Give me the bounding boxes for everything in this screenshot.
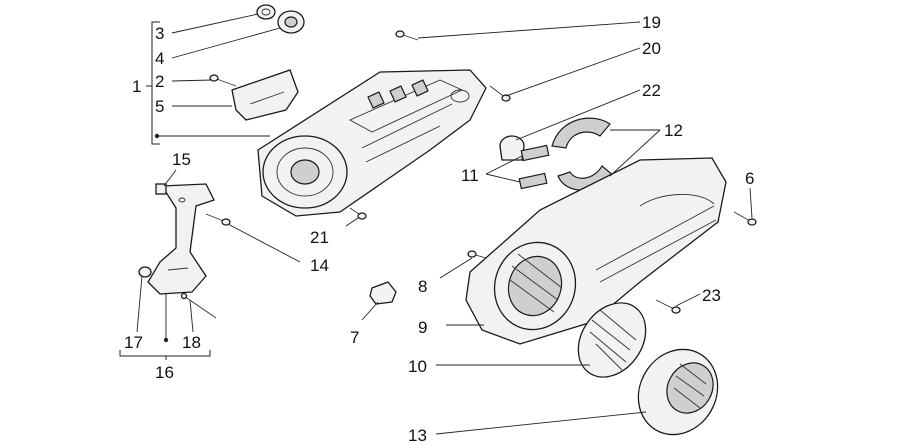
screw-14 — [205, 213, 231, 226]
callout-1: 1 — [132, 77, 141, 96]
slider-blocks — [518, 144, 550, 190]
screw-8 — [467, 250, 487, 259]
seal-ring — [256, 4, 276, 20]
callout-6: 6 — [745, 169, 754, 188]
screw-23 — [655, 299, 681, 314]
outer-transmission-cover — [465, 157, 727, 345]
callout-16: 16 — [155, 363, 174, 382]
callout-5: 5 — [155, 97, 164, 116]
washer-17 — [138, 266, 152, 278]
callout-15: 15 — [172, 150, 191, 169]
support-bracket — [147, 183, 215, 295]
screw-2 — [209, 74, 237, 87]
callout-18: 18 — [182, 333, 201, 352]
callout-4: 4 — [155, 49, 164, 68]
callout-22: 22 — [642, 81, 661, 100]
screw-21 — [349, 207, 367, 220]
callout-21: 21 — [310, 228, 329, 247]
callout-3: 3 — [155, 24, 164, 43]
bracket-plate — [231, 69, 299, 121]
inner-transmission-cover — [257, 69, 487, 217]
callout-2: 2 — [155, 72, 164, 91]
callout-17: 17 — [124, 333, 143, 352]
callout-labels: 1 2 3 4 5 6 7 8 9 10 11 12 13 14 15 16 1… — [124, 13, 754, 443]
bearing — [277, 10, 305, 34]
callout-7: 7 — [350, 328, 359, 347]
screw-19 — [395, 30, 419, 41]
callout-20: 20 — [642, 39, 661, 58]
group-bracket-16 — [119, 350, 211, 360]
callout-11: 11 — [461, 166, 479, 185]
callout-10: 10 — [408, 357, 427, 376]
leader-lines — [136, 13, 753, 435]
callout-19: 19 — [642, 13, 661, 32]
air-filter — [577, 302, 647, 378]
clip-15 — [155, 183, 167, 195]
screw-20 — [489, 85, 511, 102]
callout-23: 23 — [702, 286, 721, 305]
connector-7 — [369, 281, 397, 305]
screw-6 — [733, 211, 757, 226]
callout-12: 12 — [664, 121, 683, 140]
callout-13: 13 — [408, 426, 427, 443]
callout-14: 14 — [310, 256, 329, 275]
callout-9: 9 — [418, 318, 427, 337]
group-bracket-1 — [146, 21, 160, 145]
vent-cap — [637, 348, 719, 436]
callout-8: 8 — [418, 277, 427, 296]
pin-18 — [180, 292, 217, 319]
